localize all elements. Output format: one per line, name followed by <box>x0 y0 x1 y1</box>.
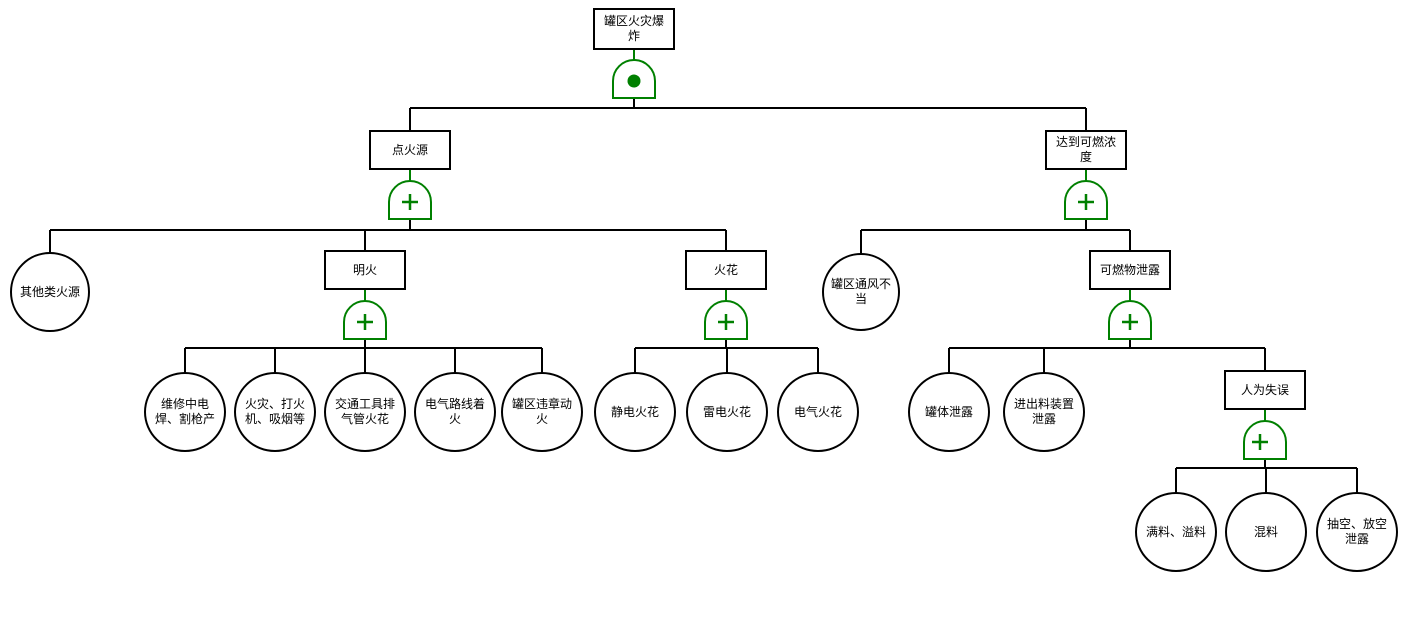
node-electric-line-fire[interactable]: 电气路线着 火 <box>414 372 496 452</box>
node-fire-lighter-smoking[interactable]: 火灾、打火 机、吸烟等 <box>234 372 316 452</box>
or-gate-ignition[interactable] <box>388 180 432 220</box>
node-poor-ventilation[interactable]: 罐区通风不 当 <box>822 253 900 331</box>
or-gate-open-flame[interactable] <box>343 300 387 340</box>
plus-icon <box>718 314 734 330</box>
node-tank-body-leak[interactable]: 罐体泄露 <box>908 372 990 452</box>
plus-icon <box>402 194 418 210</box>
node-illegal-hot-work[interactable]: 罐区违章动 火 <box>501 372 583 452</box>
node-io-device-leak[interactable]: 进出料装置 泄露 <box>1003 372 1085 452</box>
node-top-event[interactable]: 罐区火灾爆 炸 <box>593 8 675 50</box>
node-flammable-leak[interactable]: 可燃物泄露 <box>1089 250 1171 290</box>
or-gate-human-error[interactable] <box>1243 420 1287 460</box>
plus-icon <box>1252 434 1268 450</box>
node-lightning-spark[interactable]: 雷电火花 <box>686 372 768 452</box>
node-spark[interactable]: 火花 <box>685 250 767 290</box>
node-ignition-source[interactable]: 点火源 <box>369 130 451 170</box>
node-electric-spark[interactable]: 电气火花 <box>777 372 859 452</box>
plus-icon <box>1122 314 1138 330</box>
connector-lines <box>49 98 1358 493</box>
and-dot-icon <box>627 74 641 88</box>
node-welding-cutting[interactable]: 维修中电 焊、割枪产 <box>144 372 226 452</box>
gate-stems <box>364 50 1266 422</box>
node-emptying-venting-leak[interactable]: 抽空、放空 泄露 <box>1316 492 1398 572</box>
node-flammable-concentration[interactable]: 达到可燃浓 度 <box>1045 130 1127 170</box>
node-open-flame[interactable]: 明火 <box>324 250 406 290</box>
node-human-error[interactable]: 人为失误 <box>1224 370 1306 410</box>
or-gate-spark[interactable] <box>704 300 748 340</box>
node-vehicle-exhaust-spark[interactable]: 交通工具排 气管火花 <box>324 372 406 452</box>
node-material-mixing[interactable]: 混料 <box>1225 492 1307 572</box>
or-gate-leak[interactable] <box>1108 300 1152 340</box>
node-static-spark[interactable]: 静电火花 <box>594 372 676 452</box>
node-overfill-spill[interactable]: 满料、溢料 <box>1135 492 1217 572</box>
plus-icon <box>1078 194 1094 210</box>
plus-icon <box>357 314 373 330</box>
and-gate-top[interactable] <box>612 59 656 99</box>
node-other-fire-sources[interactable]: 其他类火源 <box>10 252 90 332</box>
or-gate-concentration[interactable] <box>1064 180 1108 220</box>
